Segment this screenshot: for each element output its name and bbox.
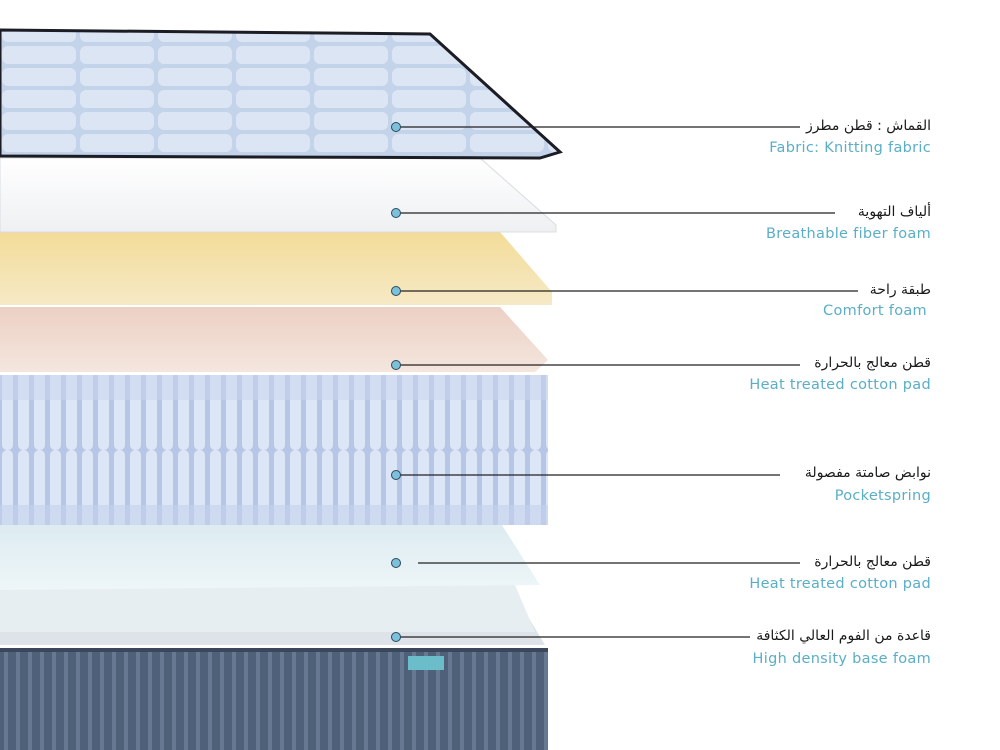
base-foam-top [0, 585, 535, 632]
fiber-foam-layer [0, 157, 557, 233]
brand-tag [408, 656, 444, 670]
label-spring-english: Pocketspring [834, 488, 931, 504]
comfort-foam-layer [0, 232, 552, 305]
fabric-layer [0, 28, 563, 160]
base-foam-cover [0, 648, 548, 750]
label-comfort-arabic: طبقة راحة [869, 282, 931, 298]
label-base-english: High density base foam [752, 651, 931, 667]
marker-dot-base [391, 632, 401, 642]
label-fiber-english: Breathable fiber foam [765, 226, 931, 242]
marker-dot-fabric [391, 122, 401, 132]
cotton-pad-upper-layer [0, 307, 548, 372]
label-cotton1-arabic: قطن معالج بالحرارة [814, 355, 931, 371]
label-comfort-english: Comfort foam [823, 303, 927, 319]
label-spring-arabic: نوابض صامتة مفصولة [804, 465, 931, 481]
marker-dot-comfort [391, 286, 401, 296]
label-cotton2-arabic: قطن معالج بالحرارة [814, 554, 931, 570]
marker-dot-fiber [391, 208, 401, 218]
label-fiber-arabic: ألياف التهوية [857, 204, 931, 220]
cotton-pad-lower-layer [0, 522, 540, 590]
label-fabric-english: Fabric: Knitting fabric [769, 140, 931, 156]
marker-dot-cotton2 [391, 558, 401, 568]
label-base-arabic: قاعدة من الفوم العالي الكثافة [756, 628, 931, 644]
label-fabric-arabic: القماش : قطن مطرز [805, 118, 931, 134]
label-cotton2-english: Heat treated cotton pad [749, 576, 931, 592]
marker-dot-spring [391, 470, 401, 480]
marker-dot-cotton1 [391, 360, 401, 370]
label-cotton1-english: Heat treated cotton pad [749, 377, 931, 393]
